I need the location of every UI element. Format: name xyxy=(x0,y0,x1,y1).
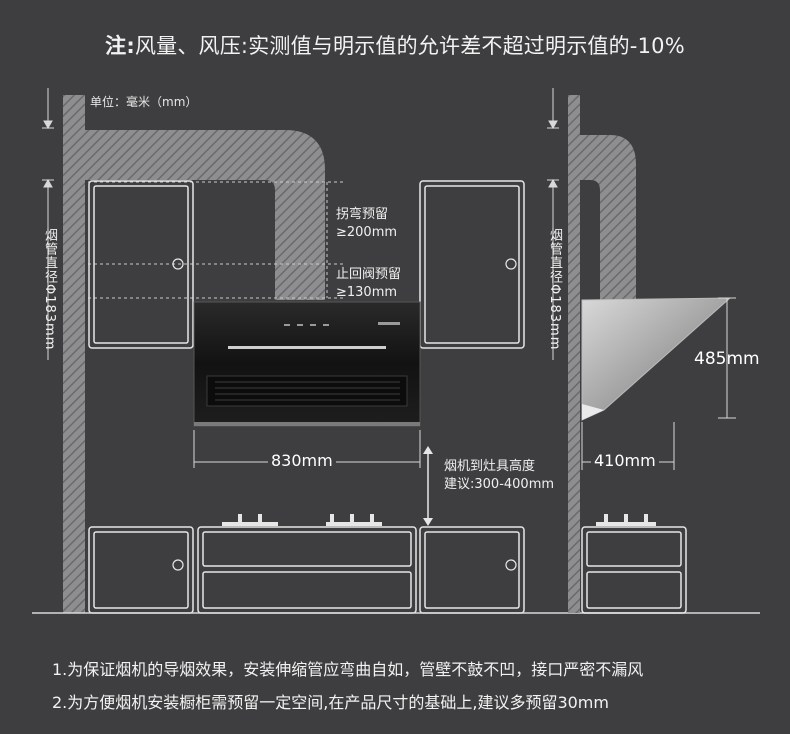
range-hood-side xyxy=(581,297,732,421)
side-height-dimension xyxy=(718,297,736,419)
hood-height-value: 建议:300-400mm xyxy=(444,477,555,492)
height-arrow-icon xyxy=(423,446,433,526)
front-duct xyxy=(85,130,325,300)
hood-height-note: 烟机到灶具高度 建议:300-400mm xyxy=(444,458,554,494)
bend-reserve-value: ≥200mm xyxy=(336,225,398,240)
side-duct xyxy=(580,135,636,300)
cabinet-knob-icon xyxy=(172,559,184,571)
reserve-guides xyxy=(88,181,345,299)
right-duct-diameter-label: 烟管直径Φ183mm xyxy=(547,228,562,351)
check-valve-reserve-label: 止回阀预留 ≥130mm xyxy=(336,266,401,302)
side-depth-label: 410mm xyxy=(591,451,659,470)
note-1: 1.为保证烟机的导烟效果，安装伸缩管应弯曲自如，管壁不鼓不凹，接口严密不漏风 xyxy=(52,660,644,679)
side-height-label: 485mm xyxy=(694,349,760,369)
front-width-label: 830mm xyxy=(268,451,336,470)
upper-cabinets xyxy=(88,180,525,349)
side-lower-cabinet xyxy=(581,526,687,614)
burner-icon xyxy=(596,514,656,526)
ceiling-dimension-marker-icon xyxy=(42,88,54,360)
hood-height-title: 烟机到灶具高度 xyxy=(444,459,536,474)
title-prefix: 注: xyxy=(105,34,135,58)
cabinet-knob-icon xyxy=(172,258,184,270)
page-title: 注:风量、风压:实测值与明示值的允许差不超过明示值的-10% xyxy=(0,30,790,60)
right-wall xyxy=(568,95,580,613)
left-duct-diameter-label: 烟管直径Φ183mm xyxy=(42,228,57,351)
cabinet-knob-icon xyxy=(505,559,517,571)
check-valve-reserve-title: 止回阀预留 xyxy=(336,267,402,282)
ceiling-dimension-marker-icon xyxy=(547,88,559,360)
check-valve-reserve-value: ≥130mm xyxy=(336,285,398,300)
burner-icon xyxy=(222,514,382,526)
unit-label: 单位：毫米（mm） xyxy=(90,95,198,109)
title-text: 风量、风压:实测值与明示值的允许差不超过明示值的-10% xyxy=(134,34,685,58)
bend-reserve-label: 拐弯预留 ≥200mm xyxy=(336,206,397,242)
lower-cabinets xyxy=(88,526,525,614)
cabinet-knob-icon xyxy=(505,258,517,270)
left-wall xyxy=(63,95,85,613)
bend-reserve-title: 拐弯预留 xyxy=(336,207,389,222)
range-hood-front xyxy=(193,301,421,427)
note-2: 2.为方便烟机安装橱柜需预留一定空间,在产品尺寸的基础上,建议多预留30mm xyxy=(52,693,609,712)
